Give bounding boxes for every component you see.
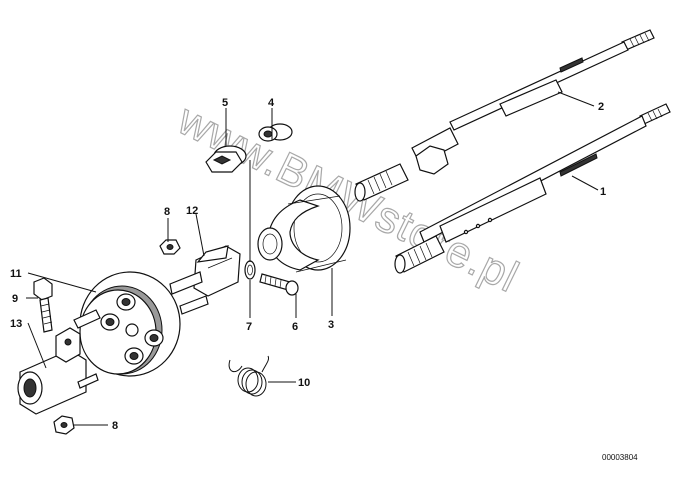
callout-5: 5 <box>222 97 228 109</box>
bushing <box>258 123 293 142</box>
upper-steering-shaft <box>354 29 655 202</box>
callout-6: 6 <box>292 321 298 333</box>
callout-10: 10 <box>298 377 310 389</box>
hex-nut-lower <box>53 415 75 435</box>
callout-11: 11 <box>10 268 22 280</box>
clamp-yoke <box>169 245 241 315</box>
leader-lines <box>26 91 599 426</box>
callout-labels: 1 2 3 4 5 6 7 8 8 9 10 11 12 13 <box>10 97 606 432</box>
callout-3: 3 <box>328 319 334 331</box>
hex-bolt <box>33 277 53 333</box>
hex-screw <box>259 273 299 296</box>
callout-13: 13 <box>10 318 22 330</box>
callout-12: 12 <box>186 205 198 217</box>
flange-nut <box>205 145 247 173</box>
spring-washer <box>244 260 256 280</box>
torsion-spring <box>228 355 269 397</box>
lower-steering-shaft <box>394 103 671 274</box>
callout-1: 1 <box>600 186 606 198</box>
callout-8-lower: 8 <box>112 420 118 432</box>
callout-8-upper: 8 <box>164 206 170 218</box>
callout-9: 9 <box>12 293 18 305</box>
callout-2: 2 <box>598 101 604 113</box>
lower-flange <box>17 309 101 415</box>
diagram-reference-number: 00003804 <box>602 453 638 462</box>
callout-4: 4 <box>268 97 275 109</box>
callout-7: 7 <box>246 321 252 333</box>
rubber-boot <box>257 185 351 273</box>
hex-nut-upper <box>159 239 181 255</box>
flexible-coupling <box>79 271 181 377</box>
